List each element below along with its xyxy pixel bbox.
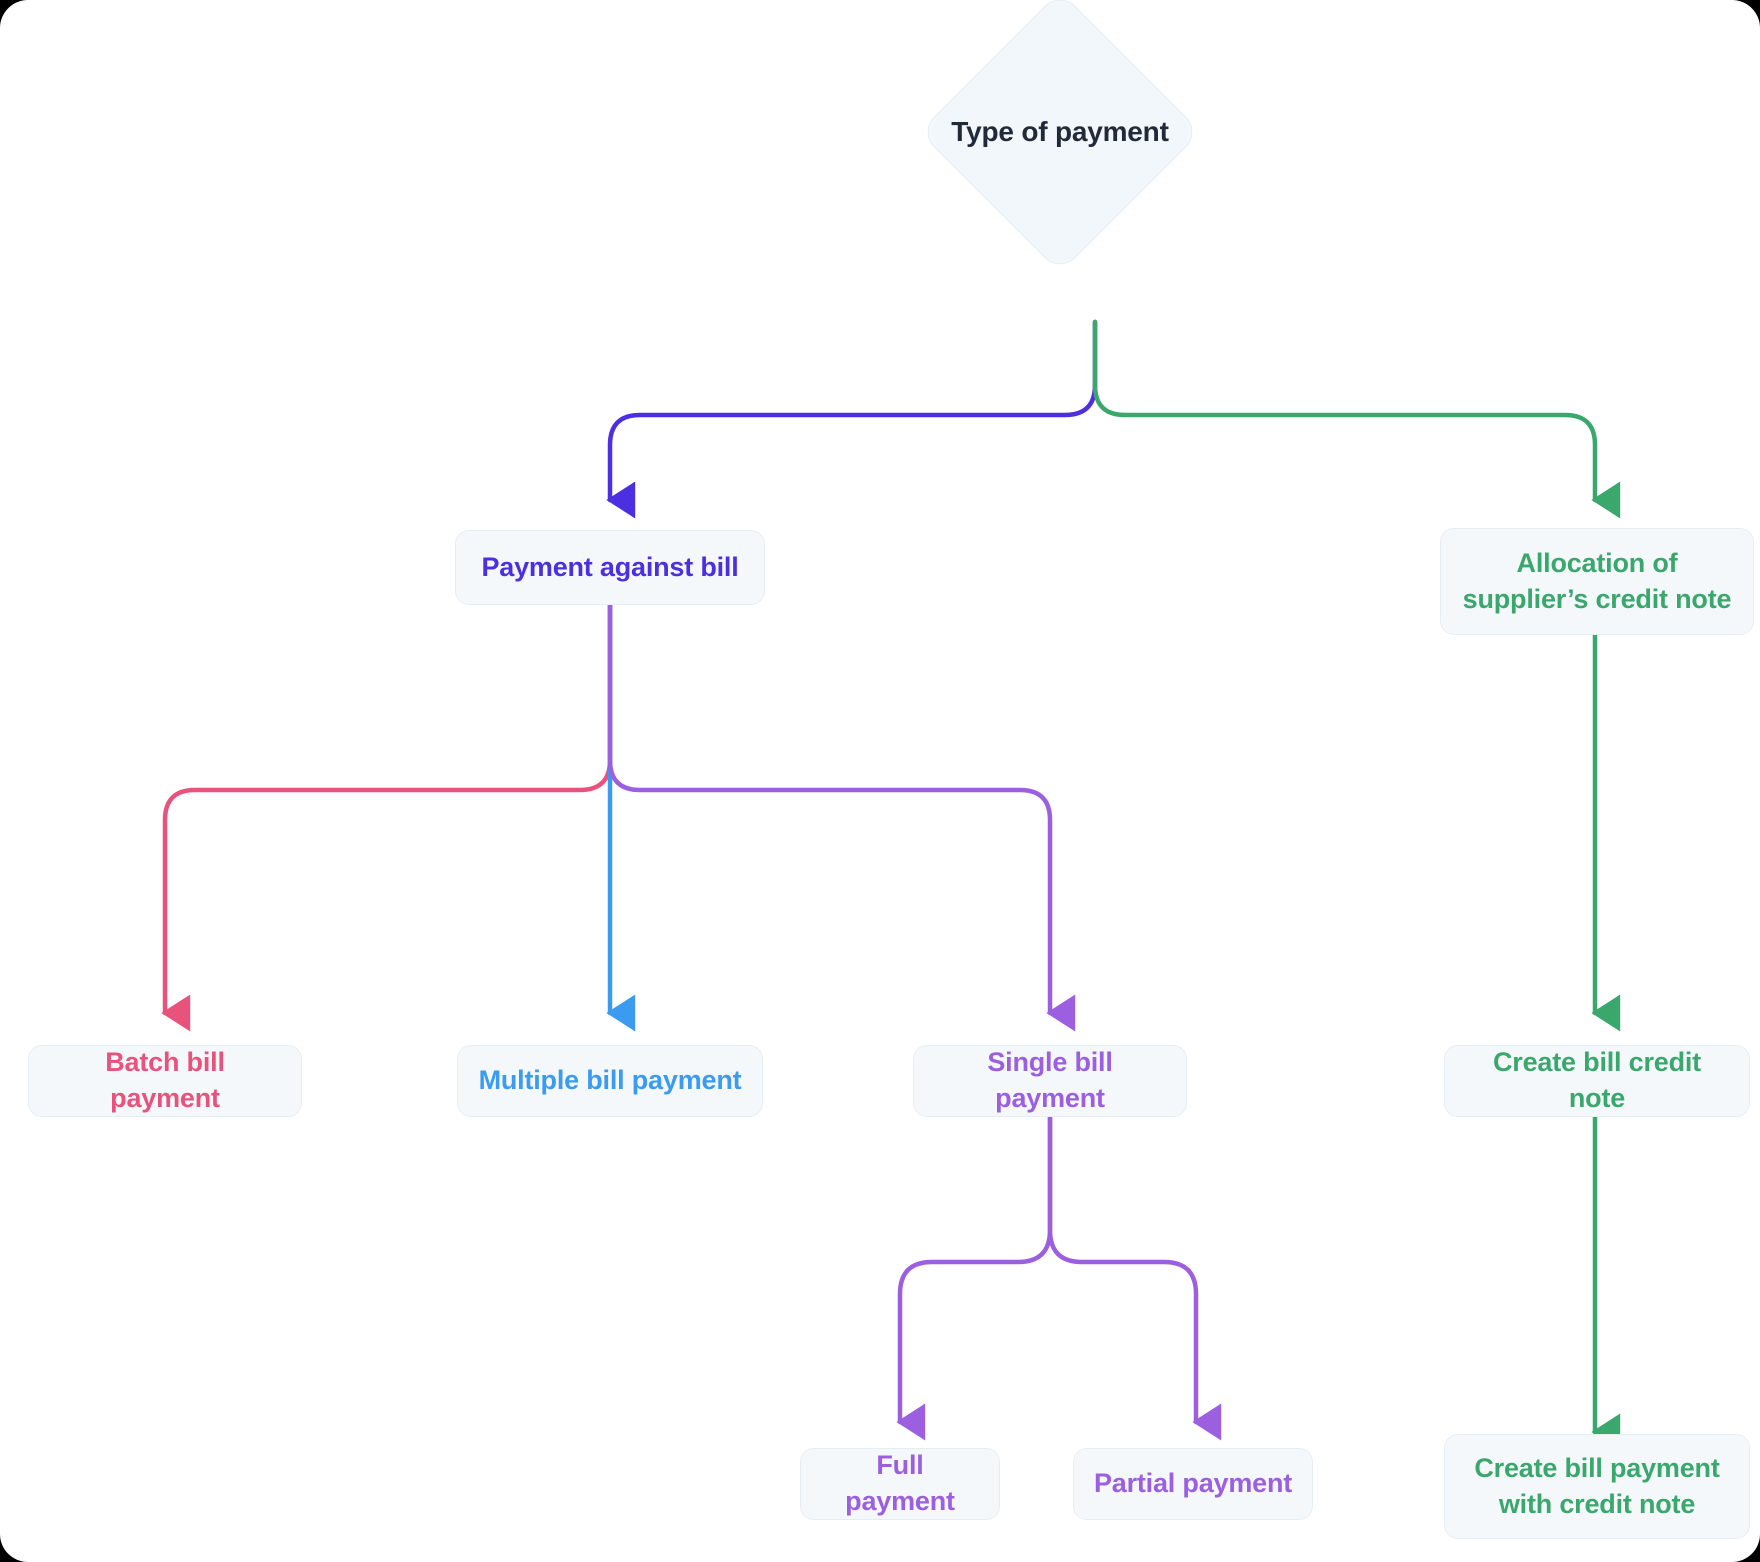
node-single-bill-payment[interactable]: Single bill payment (913, 1045, 1187, 1117)
node-create-bill-payment-with-credit-note[interactable]: Create bill payment with credit note (1444, 1434, 1750, 1539)
node-label: Partial payment (1093, 1468, 1293, 1499)
node-batch-bill-payment[interactable]: Batch bill payment (28, 1045, 302, 1117)
node-create-bill-credit-note[interactable]: Create bill credit note (1444, 1045, 1750, 1117)
node-label: Payment against bill (481, 551, 739, 582)
node-payment-against-bill[interactable]: Payment against bill (455, 530, 765, 605)
edge-single-bill-payment-to-partial-payment (1047, 1107, 1222, 1441)
node-label: Batch bill payment (105, 1047, 225, 1113)
edge-root-to-allocation-supplier-credit-note (1092, 319, 1621, 519)
node-full-payment[interactable]: Full payment (800, 1448, 1000, 1520)
node-label: Multiple bill payment (478, 1065, 742, 1096)
node-label: Single bill payment (987, 1047, 1113, 1113)
node-label: Full payment (845, 1450, 955, 1516)
edge-root-to-payment-against-bill (606, 319, 1098, 519)
decision-node-label: Type of payment (951, 116, 1169, 147)
node-label-line-2: with credit note (1498, 1488, 1696, 1519)
node-label-line-1: Create bill payment (1474, 1452, 1720, 1483)
edge-single-bill-payment-to-full-payment (896, 1107, 1053, 1441)
node-label: Allocation of supplier’s credit note (1462, 547, 1732, 614)
edge-payment-against-bill-to-batch-bill-payment (161, 602, 613, 1032)
node-partial-payment[interactable]: Partial payment (1073, 1448, 1313, 1520)
edge-payment-against-bill-to-single-bill-payment (607, 602, 1076, 1032)
node-multiple-bill-payment[interactable]: Multiple bill payment (457, 1045, 763, 1117)
node-label: Create bill credit note (1493, 1047, 1701, 1113)
node-allocation-of-suppliers-credit-note[interactable]: Allocation of supplier’s credit note (1440, 528, 1754, 635)
